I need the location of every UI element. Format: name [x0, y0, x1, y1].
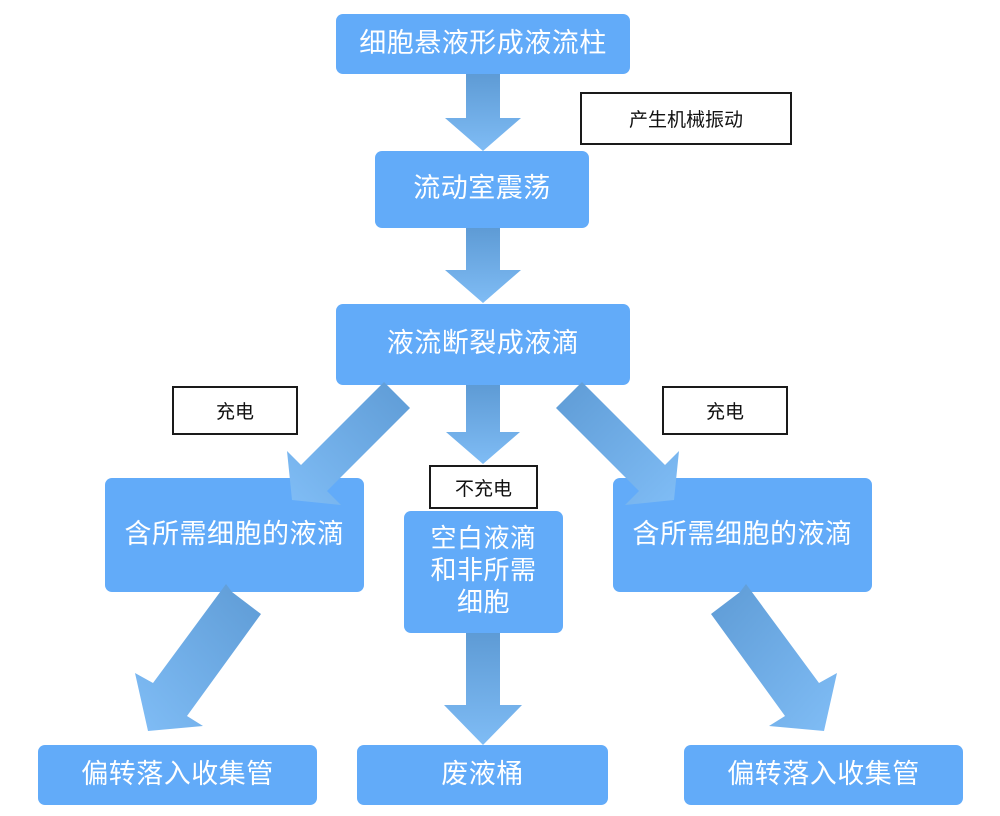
node-blank-droplet-and-unwanted-cells[interactable]: 空白液滴 和非所需 细胞 — [404, 511, 563, 633]
node-droplet-with-target-cells-left[interactable]: 含所需细胞的液滴 — [105, 478, 364, 592]
annotation-no-charge[interactable]: 不充电 — [429, 465, 538, 509]
node-blank-droplet-line-2: 和非所需 — [430, 556, 537, 587]
node-cell-suspension-stream[interactable]: 细胞悬液形成液流柱 — [336, 14, 630, 74]
arrow-n5-to-n8 — [444, 633, 522, 745]
arrow-n2-to-n3 — [445, 228, 521, 303]
node-stream-breaks-into-droplets[interactable]: 液流断裂成液滴 — [336, 304, 630, 385]
node-waste-container[interactable]: 废液桶 — [357, 745, 608, 805]
arrow-n4-to-n7 — [135, 584, 261, 731]
node-blank-droplet-line-3: 细胞 — [456, 587, 510, 618]
annotation-charge-left[interactable]: 充电 — [172, 386, 298, 435]
node-blank-droplet-line-1: 空白液滴 — [430, 524, 537, 555]
annotation-mechanical-vibration[interactable]: 产生机械振动 — [580, 92, 792, 145]
annotation-charge-right[interactable]: 充电 — [662, 386, 788, 435]
node-droplet-with-target-cells-right[interactable]: 含所需细胞的液滴 — [613, 478, 872, 592]
arrow-n3-to-n5 — [446, 385, 520, 464]
node-deflect-into-collection-tube-left[interactable]: 偏转落入收集管 — [38, 745, 317, 805]
node-flow-chamber-vibration[interactable]: 流动室震荡 — [375, 151, 589, 228]
arrow-n6-to-n9 — [711, 584, 837, 731]
arrow-n1-to-n2 — [445, 74, 521, 151]
node-deflect-into-collection-tube-right[interactable]: 偏转落入收集管 — [684, 745, 963, 805]
